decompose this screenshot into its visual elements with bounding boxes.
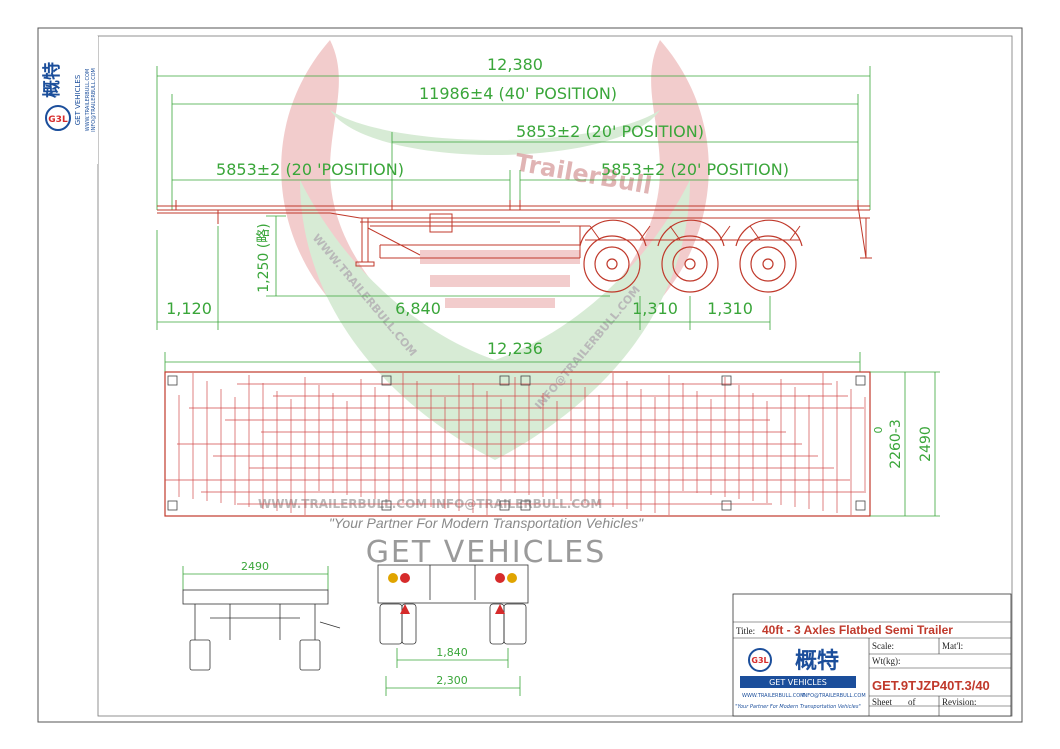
dim-kingpin-to-axle: 6,840 [395,299,441,318]
brand-name: GET VEHICLES [366,535,607,570]
side-logo-en: GET VEHICLES [74,74,82,125]
dim-overall-length: 12,380 [487,55,543,74]
title-value: 40ft - 3 Axles Flatbed Semi Trailer [762,623,953,637]
outer-border [37,27,1023,723]
side-logo-strip: G3L 概特 GET VEHICLES WWW.TRAILERBULL.COM … [41,36,98,164]
drawing-code: GET.9TJZP40T.3/40 [872,678,990,693]
title-block-logo-cn: 概特 [795,648,839,674]
revision-label: Revision: [942,697,977,707]
side-logo-mail: INFO@TRAILERBULL.COM [91,68,97,132]
title-block: Title: 40ft - 3 Axles Flatbed Semi Trail… [732,593,1012,717]
dim-inner-width: 2260-3 [888,419,904,469]
dim-40ft-position: 11986±4 (40' POSITION) [419,84,617,103]
title-block-logo-icon [748,648,772,672]
inner-border [97,35,1013,717]
svg-text:G3L: G3L [751,656,768,665]
dim-inner-width-top: 0 [872,427,885,434]
dim-axle-spacing-1: 1,310 [632,299,678,318]
dim-deck-height: 1,250 (略) [256,223,272,292]
sheet-label: Sheet [872,697,892,707]
dim-20ft-position-mid: 5853±2 (20' POSITION) [601,160,789,179]
weight-label: Wt(kg): [872,656,901,666]
scale-label: Scale: [872,641,894,651]
side-logo-cn: 概特 [41,62,63,98]
dim-front-overhang: 1,120 [166,299,212,318]
side-view: 12,380 11986±4 (40' POSITION) 5853±2 (20… [156,55,872,330]
dim-overall-width: 2490 [918,426,934,462]
front-view: 2490 [182,560,341,671]
title-label: Title: [736,626,755,636]
side-logo-web: WWW.TRAILERBULL.COM [85,69,91,131]
title-block-logo-en: GET VEHICLES [769,678,827,687]
of-label: of [908,697,916,707]
dim-deck-length: 12,236 [487,339,543,358]
slogan: "Your Partner For Modern Transportation … [329,515,644,531]
title-block-logo-web: WWW.TRAILERBULL.COM [742,693,804,699]
dim-track-inner: 1,840 [436,646,468,659]
rear-view: 1,840 2,300 [377,564,529,696]
title-block-logo-slogan: "Your Partner For Modern Transportation … [735,704,861,710]
dim-axle-spacing-2: 1,310 [707,299,753,318]
dim-track-outer: 2,300 [436,674,468,687]
top-view-grid [165,373,866,515]
svg-text:G3L: G3L [48,115,68,125]
matl-label: Mat'l: [942,641,963,651]
top-view: 12,236 0 2260-3 2490 [164,339,940,517]
watermark-bull-logo [281,40,709,460]
dim-front-width: 2490 [241,560,269,573]
dim-20ft-position-front: 5853±2 (20 'POSITION) [216,160,404,179]
title-block-logo-mail: INFO@TRAILERBULL.COM [802,693,866,699]
dim-20ft-position-rear: 5853±2 (20' POSITION) [516,122,704,141]
